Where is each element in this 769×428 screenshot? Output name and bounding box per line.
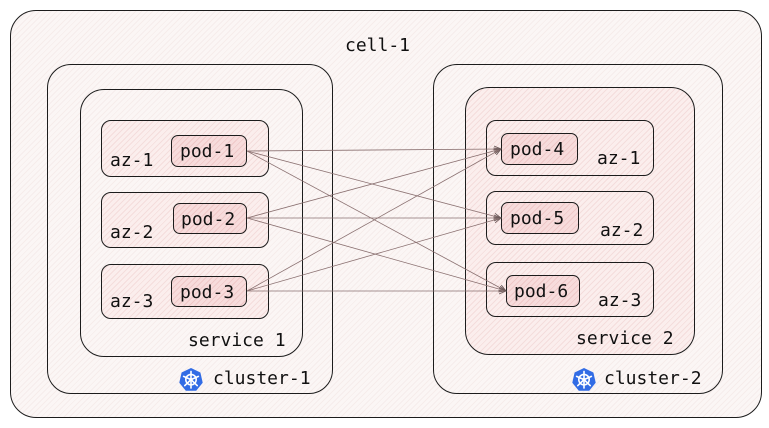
az-label: az-3 xyxy=(110,291,154,312)
pod-1 xyxy=(171,135,247,167)
pod-5 xyxy=(501,202,579,234)
pod-label: pod-2 xyxy=(181,209,236,230)
az-label: az-2 xyxy=(600,220,644,241)
service-label: service 2 xyxy=(576,328,674,349)
az-label: az-1 xyxy=(110,150,154,171)
link-pod2-pod4 xyxy=(246,149,501,219)
link-pod3-pod4 xyxy=(246,149,501,292)
link-pod3-pod5 xyxy=(246,218,501,292)
az-box-1-2 xyxy=(101,192,269,248)
service-label: service 1 xyxy=(188,330,286,351)
cluster-label: cluster-2 xyxy=(604,368,702,389)
link-pod1-pod5 xyxy=(246,150,501,218)
az-label: az-2 xyxy=(110,222,154,243)
cell-label: cell-1 xyxy=(345,35,411,56)
pod-4 xyxy=(501,133,578,165)
cluster-label: cluster-1 xyxy=(213,368,311,389)
pod-label: pod-4 xyxy=(510,139,565,160)
az-label: az-3 xyxy=(598,290,642,311)
pod-2 xyxy=(173,203,247,234)
pod-label: pod-3 xyxy=(180,282,235,303)
az-label: az-1 xyxy=(597,148,641,169)
link-pod1-pod4 xyxy=(246,149,501,151)
pod-6 xyxy=(506,275,580,307)
kubernetes-icon xyxy=(572,368,596,391)
pod-label: pod-6 xyxy=(514,281,569,302)
link-pod2-pod6 xyxy=(246,217,506,291)
pod-3 xyxy=(171,276,247,307)
pod-label: pod-1 xyxy=(180,141,235,162)
pod-label: pod-5 xyxy=(510,208,565,229)
kubernetes-icon xyxy=(179,368,203,391)
link-pod1-pod6 xyxy=(246,150,506,291)
